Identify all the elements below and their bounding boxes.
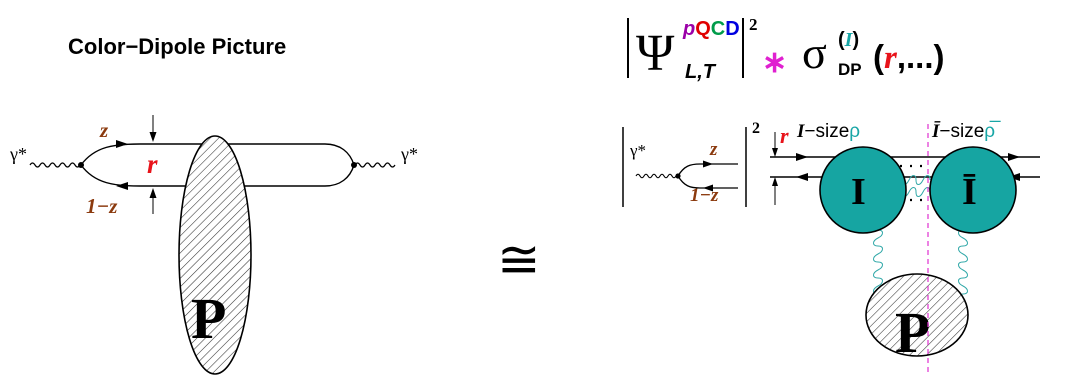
- arrow-top: [116, 140, 128, 148]
- one-minus-z-label: 1−z: [86, 194, 118, 218]
- psi-superscript: pQCD: [682, 18, 740, 40]
- right-r-label: r: [780, 123, 789, 148]
- r-marker-top-arrow: [149, 132, 157, 142]
- psi-symbol: Ψ: [636, 25, 675, 82]
- page-title: Color−Dipole Picture: [68, 34, 287, 59]
- pomeron-label: P: [191, 286, 226, 351]
- anti-instanton-circle: [929, 146, 1017, 234]
- right-pomeron-label: P: [895, 300, 930, 365]
- quark-line-bottom: [80, 164, 355, 187]
- right-r-marker-top-arrow: [772, 148, 778, 157]
- wf-arrow-top: [703, 160, 713, 168]
- wf-quark-bottom: [677, 175, 738, 189]
- r-label: r: [147, 149, 158, 179]
- sigma-subscript: DP: [838, 60, 862, 79]
- psi-subscript: L,T: [685, 61, 717, 83]
- arrow-bottom: [116, 182, 128, 190]
- sigma-superscript: (I): [838, 29, 859, 51]
- gluon-coil-left: [873, 221, 883, 303]
- right-arrow-bottom-1: [796, 173, 808, 181]
- photon-out-line: [354, 162, 396, 168]
- wf-one-minus-z-label: 1−z: [690, 185, 719, 206]
- sigma-argument: (r,...): [873, 38, 945, 76]
- wf-exponent: 2: [752, 120, 760, 137]
- wf-z-label: z: [709, 139, 718, 160]
- gluon-coil-right: [958, 221, 968, 303]
- psi-exponent: 2: [749, 15, 758, 34]
- wf-photon-label: γ*: [629, 141, 646, 160]
- anti-instanton-size-label: Ī−sizeρ̅: [931, 120, 1001, 142]
- left-dipole-diagram: γ* γ* z r 1−z P: [9, 115, 418, 375]
- pomeron-ellipse: [178, 135, 252, 375]
- photon-in-line: [29, 162, 81, 168]
- approx-symbol: ≅: [497, 231, 541, 289]
- instanton-label: I: [851, 171, 866, 213]
- r-marker-bottom-arrow: [149, 188, 157, 198]
- instanton-size-label: I−sizeρ: [796, 121, 860, 142]
- right-arrow-top-1: [796, 153, 808, 161]
- sigma-symbol: σ: [802, 27, 827, 78]
- wf-quark-top: [677, 163, 738, 177]
- photon-in-label: γ*: [9, 144, 27, 164]
- z-label: z: [99, 118, 109, 142]
- quark-line-top: [80, 143, 355, 166]
- right-r-marker-bottom-arrow: [772, 177, 778, 186]
- convolution-asterisk: ∗: [762, 46, 787, 79]
- instanton-circle: [819, 146, 907, 234]
- wf-photon-line: [635, 173, 677, 179]
- photon-out-label: γ*: [400, 144, 418, 164]
- right-arrow-top-2: [1008, 153, 1020, 161]
- right-pomeron-ellipse: [865, 273, 969, 357]
- wf-arrow-bottom: [703, 184, 713, 192]
- right-instanton-diagram: γ* z 1−z 2 r I−sizeρ Ī−sizeρ̅ I Ī: [622, 120, 1040, 372]
- anti-instanton-label: Ī: [962, 171, 977, 213]
- formula: Ψ pQCD L,T 2 ∗ σ (I) DP (r,...): [627, 15, 945, 83]
